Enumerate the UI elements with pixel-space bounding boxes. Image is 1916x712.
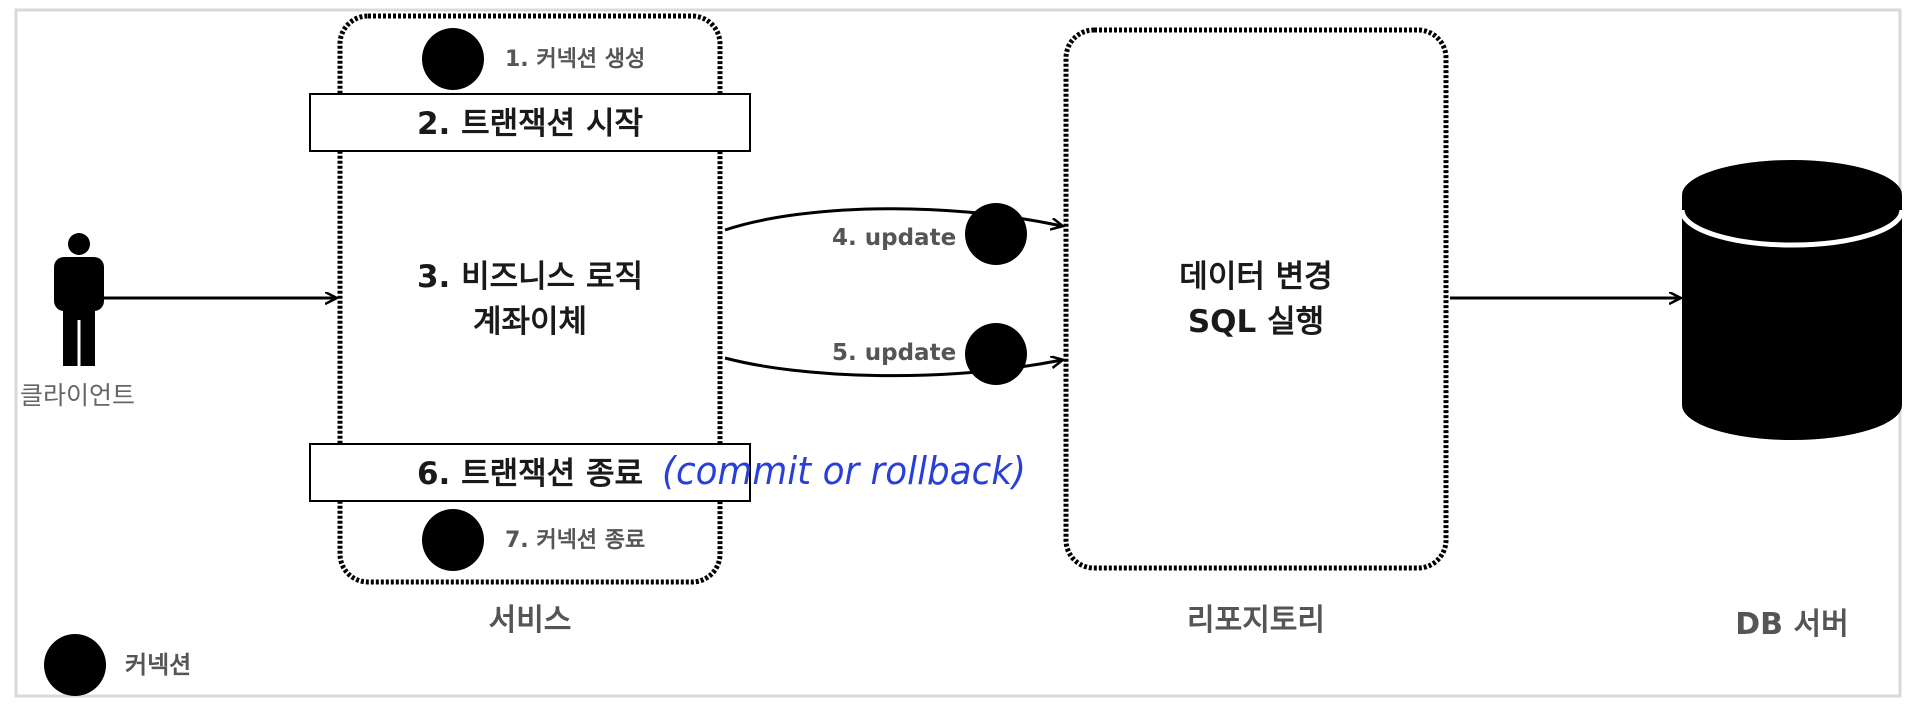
step7-label: 7. 커넥션 종료 [505,528,645,553]
update-4-dot [965,203,1027,265]
update-5-dot [965,323,1027,385]
step3-line1: 3. 비즈니스 로직 [417,259,643,295]
outer-frame [14,8,1902,698]
step2-label: 2. 트랜잭션 시작 [417,106,643,142]
client-person-icon [54,233,104,366]
repository-box [1063,27,1449,571]
connection-create-dot [422,28,484,90]
database-icon [1679,160,1905,440]
step4-label: 4. update [832,225,956,251]
step3-line2: 계좌이체 [473,304,587,340]
step6-label: 6. 트랜잭션 종료 [417,456,643,492]
legend-label: 커넥션 [125,651,191,679]
repository-line2: SQL 실행 [1188,304,1324,340]
repository-label: 리포지토리 [1187,603,1325,638]
connection-close-dot [422,509,484,571]
transaction-end-bar [309,443,751,502]
step5-label: 5. update [832,340,956,366]
commit-rollback-note: (commit or rollback) [662,449,1026,493]
step1-label: 1. 커넥션 생성 [505,47,645,72]
db-label: DB 서버 [1735,607,1848,642]
service-label: 서비스 [489,603,572,638]
transaction-start-bar [309,93,751,152]
service-box [337,13,723,585]
legend-connection-dot [44,634,106,696]
client-label: 클라이언트 [20,381,135,410]
repository-line1: 데이터 변경 [1179,259,1332,295]
